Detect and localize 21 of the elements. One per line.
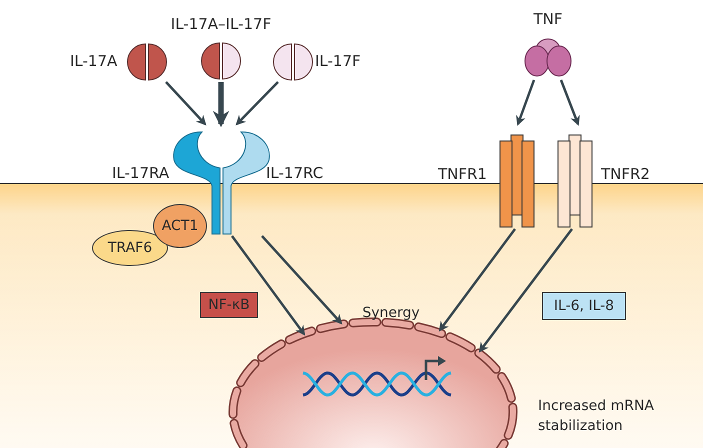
arrow (516, 80, 536, 126)
molecule-box: IL-6, IL-8 (542, 292, 626, 320)
arrow (560, 80, 580, 126)
arrow (438, 228, 516, 332)
protein-label: IL-17RA (112, 164, 170, 182)
protein-label: IL-17A (70, 52, 118, 70)
annotation-label: Synergy (361, 304, 421, 322)
protein-label: TNF (532, 10, 564, 28)
arrow (212, 82, 230, 128)
note-text: Increased mRNA stabilization (538, 397, 655, 436)
protein-label: TNFR2 (601, 165, 650, 183)
molecule-box: NF-κB (200, 292, 258, 318)
protein-label: IL-17A–IL-17F (170, 15, 272, 33)
arrow (236, 81, 279, 126)
arrow (231, 235, 306, 336)
protein-label: IL-17RC (266, 164, 324, 182)
arrow (261, 235, 342, 324)
arrow (478, 228, 573, 353)
protein-label: TNFR1 (438, 165, 487, 183)
arrow (165, 81, 206, 126)
protein-label: IL-17F (315, 52, 361, 70)
